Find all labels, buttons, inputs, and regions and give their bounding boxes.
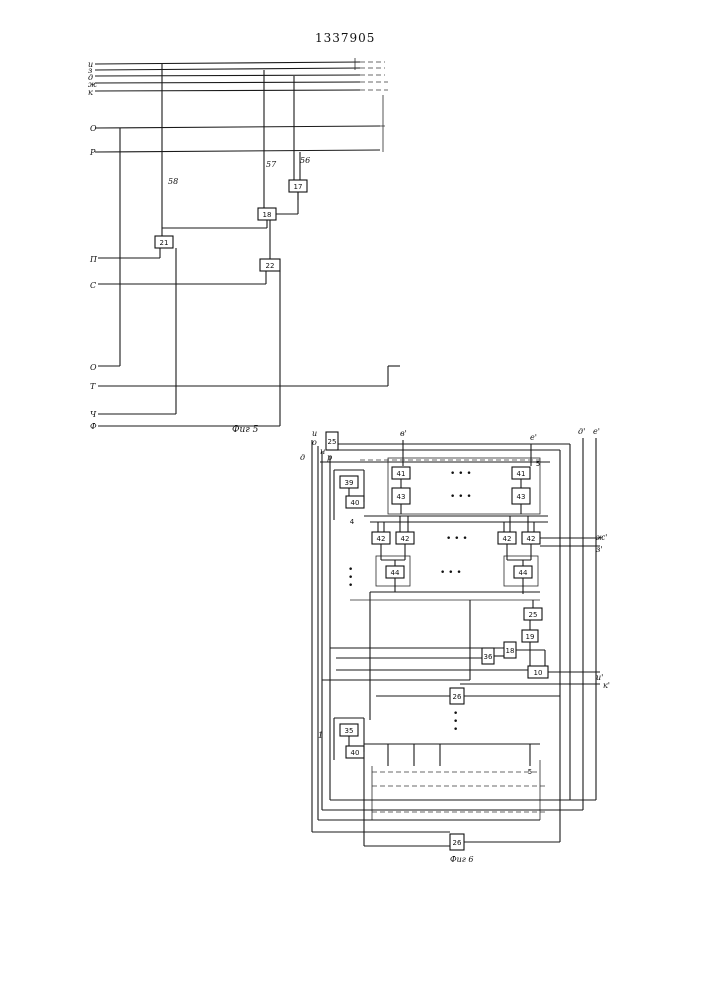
svg-text:25: 25 — [529, 611, 538, 619]
label-r: Р — [89, 148, 96, 157]
svg-text:42: 42 — [527, 535, 536, 543]
svg-text:42: 42 — [401, 535, 410, 543]
wire-label-56: 56 — [300, 156, 310, 165]
svg-text:40: 40 — [351, 499, 360, 507]
svg-text:•: • — [348, 581, 353, 591]
svg-text:26: 26 — [453, 693, 462, 701]
label-n: н — [320, 447, 325, 456]
label-z-right: з' — [596, 545, 603, 554]
wire-label-58: 58 — [168, 177, 178, 186]
svg-text:5: 5 — [536, 460, 540, 468]
label-t: Т — [90, 382, 96, 391]
register-frame-top — [388, 458, 540, 514]
bus-label-k: к — [88, 88, 93, 97]
figure-5: и з д ж к О Р 58 57 56 17 18 21 — [88, 58, 400, 435]
ellipsis-42: • • • — [446, 534, 468, 544]
figure-6: и о н р д 25 в' е' д' е' 5 41 41 • • • — [300, 427, 610, 864]
label-c: С — [90, 281, 96, 290]
svg-text:43: 43 — [517, 493, 526, 501]
svg-text:26: 26 — [453, 839, 462, 847]
svg-text:18: 18 — [506, 647, 515, 655]
svg-text:4: 4 — [350, 518, 355, 526]
label-v-top: в' — [400, 429, 407, 438]
label-p: П — [89, 255, 98, 264]
label-d-top: д' — [578, 427, 585, 436]
ellipsis-41: • • • — [450, 469, 472, 479]
label-o: о — [312, 438, 317, 447]
wire-label-57: 57 — [266, 160, 277, 169]
svg-text:44: 44 — [391, 569, 400, 577]
svg-text:36: 36 — [484, 653, 493, 661]
caption-fig6: Фиг 6 — [450, 855, 473, 864]
label-e2-top: е' — [593, 427, 600, 436]
svg-text:18: 18 — [263, 211, 272, 219]
label-d6: д — [300, 453, 305, 462]
bus-o — [95, 126, 380, 128]
label-o-bottom: О — [90, 363, 97, 372]
svg-text:42: 42 — [377, 535, 386, 543]
caption-fig5: Фиг 5 — [232, 425, 259, 435]
document-number: 1337905 — [315, 31, 375, 45]
ellipsis-43: • • • — [450, 492, 472, 502]
svg-text:19: 19 — [526, 633, 535, 641]
svg-text:44: 44 — [519, 569, 528, 577]
fig5-top-buses — [95, 58, 388, 91]
svg-text:•: • — [453, 725, 458, 735]
svg-text:43: 43 — [397, 493, 406, 501]
label-ch: Ч — [90, 410, 97, 419]
svg-text:22: 22 — [266, 262, 275, 270]
label-o-top: О — [90, 124, 97, 133]
svg-text:17: 17 — [294, 183, 303, 191]
svg-text:40: 40 — [351, 749, 360, 757]
svg-text:25: 25 — [328, 438, 337, 446]
svg-text:41: 41 — [517, 470, 526, 478]
bus-r — [95, 150, 380, 152]
label-i: и — [312, 429, 317, 438]
svg-text:35: 35 — [345, 727, 354, 735]
svg-text:10: 10 — [534, 669, 543, 677]
svg-text:41: 41 — [397, 470, 406, 478]
svg-text:39: 39 — [345, 479, 354, 487]
svg-text:21: 21 — [160, 239, 169, 247]
label-f: Ф — [90, 422, 97, 431]
svg-text:42: 42 — [503, 535, 512, 543]
label-e-top: е' — [530, 433, 537, 442]
ellipsis-44: • • • — [440, 568, 462, 578]
label-zh-right: ж' — [596, 533, 607, 542]
label-k-right: к' — [603, 681, 610, 690]
